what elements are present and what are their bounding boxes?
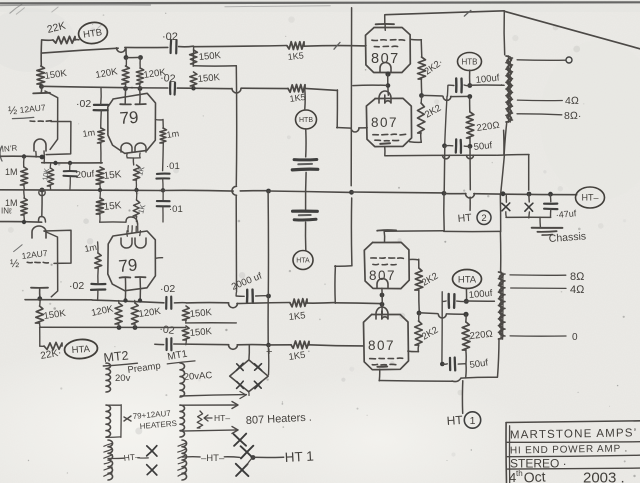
svg-text:·02: ·02: [159, 323, 176, 337]
svg-text:20v: 20v: [115, 373, 131, 384]
svg-text:HT: HT: [457, 212, 473, 225]
svg-text:10K: 10K: [42, 168, 51, 182]
svg-text:1K: 1K: [136, 203, 147, 214]
svg-text:1K5: 1K5: [288, 350, 306, 363]
svg-text:HTB: HTB: [462, 57, 478, 66]
svg-text:1M: 1M: [5, 198, 18, 208]
svg-text:79: 79: [118, 255, 139, 276]
svg-text:22K·: 22K·: [40, 347, 63, 362]
svg-text:·02: ·02: [76, 98, 91, 110]
svg-text:HTA: HTA: [71, 344, 91, 356]
svg-text:120K: 120K: [138, 306, 162, 320]
svg-text:1K5: 1K5: [287, 50, 304, 62]
svg-text:HTB: HTB: [299, 117, 313, 124]
svg-text:Oct: Oct: [523, 468, 546, 483]
svg-text:HT–: HT–: [123, 451, 140, 463]
svg-text:150K: 150K: [197, 72, 221, 85]
svg-text:Chassis: Chassis: [548, 230, 586, 245]
svg-text:1K5: 1K5: [288, 310, 306, 323]
svg-text:1K5: 1K5: [289, 92, 306, 104]
svg-text:HT: HT: [446, 413, 464, 428]
svg-text:120K: 120K: [143, 67, 167, 81]
svg-text:MT2: MT2: [103, 348, 129, 365]
svg-text:HTB: HTB: [82, 27, 102, 41]
svg-text:1m: 1m: [84, 242, 98, 254]
svg-text:807: 807: [371, 115, 398, 130]
svg-text:4: 4: [509, 470, 516, 483]
svg-text:2: 2: [481, 213, 486, 224]
svg-text:22K: 22K: [46, 20, 67, 36]
svg-text:Preamp: Preamp: [127, 360, 161, 376]
svg-text:–HT–: –HT–: [201, 453, 225, 464]
svg-text:79: 79: [119, 108, 139, 128]
svg-text:150K: 150K: [198, 50, 222, 63]
svg-text:807: 807: [371, 51, 400, 67]
svg-text:15K: 15K: [103, 200, 122, 213]
svg-text:HI END POWER AMP .: HI END POWER AMP .: [510, 443, 628, 456]
svg-text:15K: 15K: [103, 169, 122, 182]
svg-text:½: ½: [8, 105, 17, 117]
svg-text:HT–: HT–: [214, 413, 230, 423]
svg-text:8Ω: 8Ω: [570, 271, 585, 283]
svg-text:th: th: [516, 469, 523, 478]
svg-text:HT 1: HT 1: [284, 448, 314, 464]
svg-text:807: 807: [369, 268, 396, 283]
svg-text:1: 1: [470, 415, 476, 427]
svg-text:·47uf: ·47uf: [555, 208, 577, 220]
svg-text:1K: 1K: [135, 165, 146, 176]
svg-text:120K: 120K: [95, 66, 119, 81]
svg-text:100uf: 100uf: [475, 73, 500, 86]
svg-text:50uf: 50uf: [469, 357, 489, 371]
svg-text:·01: ·01: [169, 204, 183, 215]
svg-text:INℓ: INℓ: [1, 207, 12, 216]
svg-text:220Ω: 220Ω: [476, 120, 500, 134]
svg-text:½: ½: [10, 258, 19, 270]
svg-text:50uf: 50uf: [473, 140, 493, 153]
svg-text:8Ω·: 8Ω·: [564, 110, 581, 122]
svg-text:1M: 1M: [5, 167, 18, 177]
svg-text:20vAC: 20vAC: [183, 370, 212, 383]
svg-text:150K: 150K: [43, 308, 67, 322]
svg-text:150K: 150K: [189, 307, 213, 320]
svg-text:150K: 150K: [189, 326, 213, 339]
svg-text:HTA: HTA: [296, 258, 310, 265]
svg-text:MT1: MT1: [167, 349, 189, 363]
svg-text:1m: 1m: [82, 127, 96, 139]
svg-text:·01: ·01: [166, 161, 180, 172]
svg-text:·02: ·02: [160, 283, 175, 295]
svg-text:HT–: HT–: [581, 193, 598, 203]
svg-text:79+12AU7: 79+12AU7: [132, 409, 171, 421]
svg-text:MARTSTONE AMPS’: MARTSTONE AMPS’: [510, 427, 638, 441]
svg-text:150K: 150K: [44, 68, 68, 82]
svg-text:STEREO ·: STEREO ·: [510, 457, 567, 471]
svg-text:4Ω: 4Ω: [565, 95, 579, 107]
svg-text:2003 .: 2003 .: [583, 470, 625, 483]
svg-text:HTA: HTA: [458, 274, 477, 285]
svg-text:4Ω: 4Ω: [570, 284, 585, 296]
svg-text:12AU7: 12AU7: [21, 248, 48, 261]
svg-text:100uf: 100uf: [468, 288, 493, 301]
svg-text:12AU7: 12AU7: [19, 102, 46, 115]
svg-text:807: 807: [368, 338, 395, 353]
svg-text:·02: ·02: [162, 31, 178, 43]
svg-text:·02: ·02: [69, 280, 84, 292]
svg-text:·02: ·02: [160, 72, 176, 85]
svg-text:1m: 1m: [166, 128, 180, 140]
svg-text:IN’R: IN’R: [1, 143, 18, 154]
svg-text:807 Heaters .: 807 Heaters .: [246, 412, 313, 427]
svg-text:0: 0: [572, 332, 578, 343]
svg-text:HEATERS: HEATERS: [139, 419, 177, 431]
svg-text:20uf: 20uf: [75, 169, 95, 181]
svg-text:120K: 120K: [90, 303, 115, 319]
svg-text:220Ω: 220Ω: [469, 329, 493, 342]
